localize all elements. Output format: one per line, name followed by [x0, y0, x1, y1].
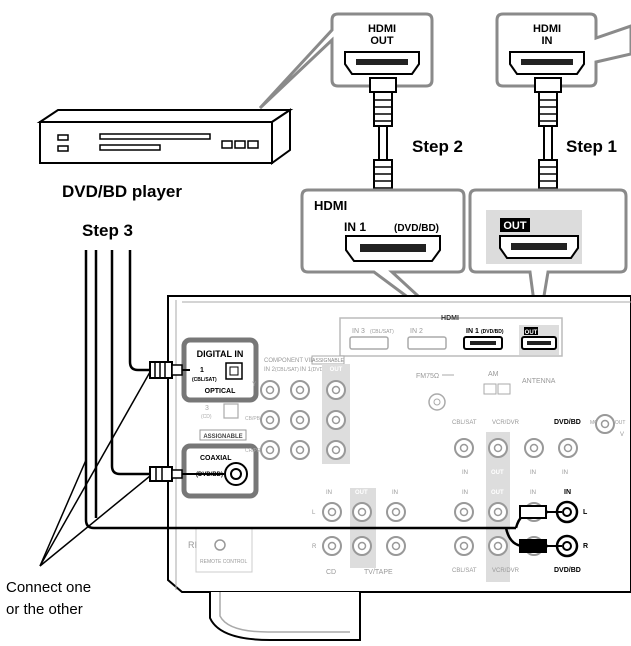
- player-label: DVD/BD player: [62, 182, 182, 201]
- rca-jack-center: [393, 543, 400, 550]
- step1-label: Step 1: [566, 137, 617, 156]
- callout-in1-label: IN 1: [344, 220, 366, 234]
- rca-jack-center: [333, 417, 340, 424]
- rca-jack-center: [267, 387, 274, 394]
- rca-jack-center: [267, 447, 274, 454]
- header-dvd-bd: DVD/BD: [554, 419, 581, 426]
- tape-in-label: IN: [392, 490, 398, 496]
- callout-in1-source: (DVD/BD): [394, 223, 439, 234]
- vcr-in-label: IN: [530, 470, 536, 476]
- footer-cbl-sat: CBL/SAT: [452, 568, 477, 574]
- rca-jack-center: [495, 543, 502, 550]
- ri-label: RI: [188, 540, 197, 550]
- component-cb: CB/PB: [245, 416, 261, 422]
- rca-jack-center: [329, 543, 336, 550]
- hdmi-in-title: HDMI: [533, 23, 561, 35]
- panel-hdmi-in3-sub: (CBL/SAT): [370, 329, 394, 335]
- am-label: AM: [488, 371, 499, 378]
- rca-jack-center: [359, 509, 366, 516]
- rca-jack-center: [393, 509, 400, 516]
- remote-control-label: REMOTE CONTROL: [200, 559, 247, 565]
- panel-hdmi-header: HDMI: [441, 315, 459, 322]
- rca-jack-center: [297, 387, 304, 394]
- vcr-out-label: OUT: [491, 470, 504, 476]
- rca-jack-center: [531, 445, 538, 452]
- rca-jack-center: [333, 387, 340, 394]
- optical3-number: 3: [205, 405, 209, 412]
- rca-jack-center: [602, 421, 609, 428]
- rca-jack-center: [333, 447, 340, 454]
- panel-hdmi-in3: IN 3: [352, 328, 365, 335]
- rca-jack-center: [495, 509, 502, 516]
- dvd-bd-player-icon: [40, 110, 290, 163]
- rca-jack-center: [267, 417, 274, 424]
- rca-jack-center: [461, 543, 468, 550]
- rca-jack-center: [565, 445, 572, 452]
- hdmi-in-callout: HDMI IN: [497, 14, 631, 86]
- video-v-label: V: [620, 432, 624, 438]
- callout-out-badge: OUT: [503, 220, 527, 232]
- panel-hdmi-in1: IN 1: [466, 328, 479, 335]
- component-cr: CR/PR: [245, 448, 261, 454]
- audio-l-label: L: [583, 509, 588, 516]
- coaxial-label: COAXIAL: [200, 455, 232, 462]
- panel-hdmi-in2: IN 2: [410, 328, 423, 335]
- footer-vcr-dvr: VCR/DVR: [492, 568, 520, 574]
- optical-number: 1: [200, 367, 204, 374]
- callout-hdmi-title: HDMI: [314, 198, 347, 213]
- header-cbl-sat: CBL/SAT: [452, 420, 477, 426]
- rca-jack-center: [359, 543, 366, 550]
- rca-jack-center: [461, 509, 468, 516]
- header-vcr-dvr: VCR/DVR: [492, 420, 520, 426]
- audio-r-label: R: [583, 543, 588, 550]
- rca-jack-center: [461, 445, 468, 452]
- component-assignable: ASSIGNABLE: [312, 358, 344, 364]
- vcr-audio-in-label: IN: [530, 490, 536, 496]
- panel-hdmi-out: OUT: [525, 330, 538, 336]
- dvd-audio-in-label: IN: [564, 489, 571, 496]
- rca-jack-center: [495, 445, 502, 452]
- optical-source: (CBL/SAT): [192, 377, 217, 383]
- component-y: Y: [252, 382, 256, 388]
- step2-label: Step 2: [412, 137, 463, 156]
- connect-note-line1: Connect one: [6, 579, 91, 596]
- footer-dvd-bd: DVD/BD: [554, 567, 581, 574]
- rca-jack-center: [297, 417, 304, 424]
- optical3-source: (CD): [201, 414, 212, 420]
- antenna-label: ANTENNA: [522, 378, 556, 385]
- step3-label: Step 3: [82, 221, 133, 240]
- rca-jack-center: [297, 447, 304, 454]
- dvd-in-label: IN: [562, 470, 568, 476]
- cd-in-label: IN: [326, 490, 332, 496]
- panel-hdmi-in1-sub: (DVD/BD): [481, 329, 504, 335]
- hdmi-out-sub: OUT: [370, 35, 394, 47]
- component-in2-src: (CBL/SAT): [275, 367, 299, 373]
- component-in2: IN 2: [264, 367, 276, 373]
- cbl-in-label: IN: [462, 470, 468, 476]
- tape-out-label: OUT: [355, 490, 368, 496]
- fm-label: FM75Ω: [416, 373, 439, 380]
- vcr-audio-out-label: OUT: [491, 490, 504, 496]
- digital-in-label: DIGITAL IN: [197, 349, 244, 359]
- component-in1: IN 1: [300, 367, 312, 373]
- tv-tape-label: TV/TAPE: [364, 569, 393, 576]
- cd-r-label: R: [312, 544, 317, 550]
- connect-note-line2: or the other: [6, 601, 83, 618]
- rca-jack-center: [329, 509, 336, 516]
- cd-label: CD: [326, 569, 336, 576]
- hdmi-out-callout: HDMI OUT: [260, 14, 432, 108]
- assignable-tag: ASSIGNABLE: [203, 434, 242, 440]
- hdmi-out-title: HDMI: [368, 23, 396, 35]
- cbl-audio-in-label: IN: [462, 490, 468, 496]
- component-out: OUT: [330, 367, 343, 373]
- optical-label: OPTICAL: [205, 388, 236, 395]
- hdmi-in-sub: IN: [542, 35, 553, 47]
